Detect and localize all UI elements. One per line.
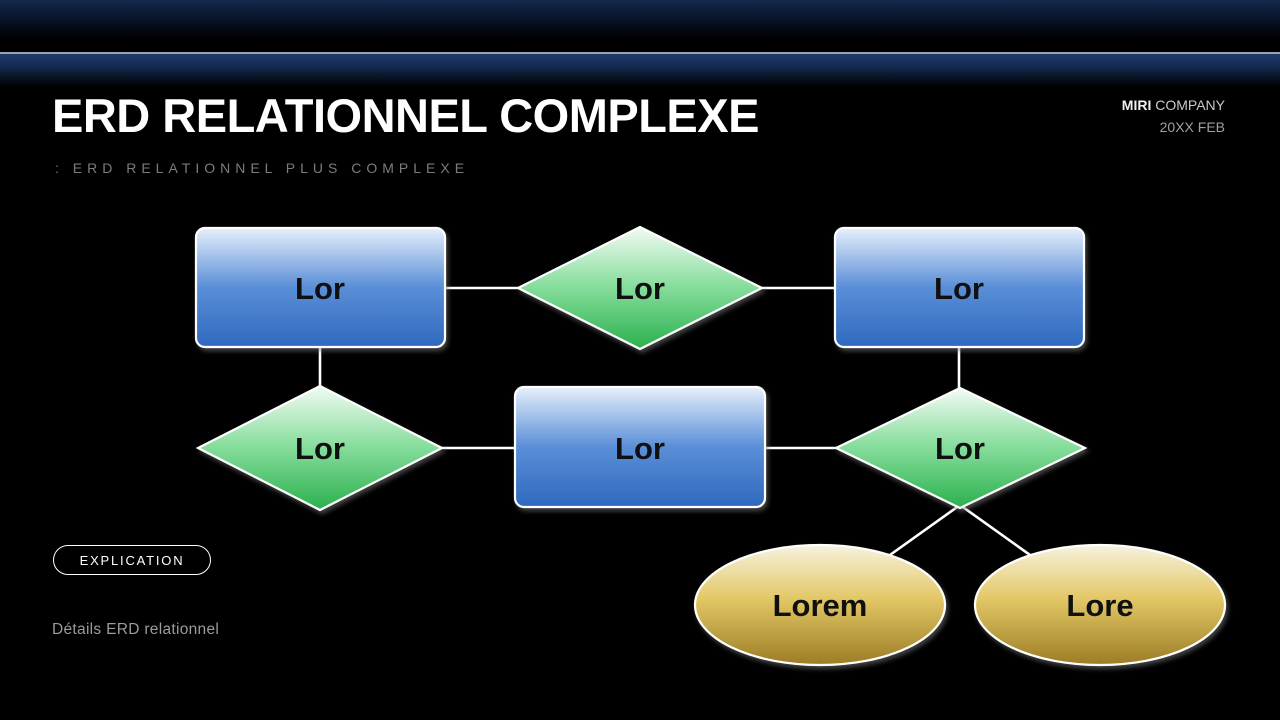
entity-node-2	[833, 226, 1086, 349]
attribute-node-1-label: Lorem	[773, 588, 868, 623]
relationship-node-1	[515, 225, 765, 351]
company-name: MIRI COMPANY	[1122, 95, 1225, 117]
entity-node-1	[194, 226, 447, 349]
date-label: 20XX FEB	[1159, 118, 1225, 135]
page-title: ERD RELATIONNEL COMPLEXE	[52, 89, 759, 142]
relationship-node-1-label: Lor	[615, 271, 665, 306]
relationship-node-3-label: Lor	[935, 431, 985, 466]
attribute-node-2-label: Lore	[1066, 588, 1133, 623]
entity-node-2-label: Lor	[934, 271, 984, 306]
relationship-node-2-label: Lor	[295, 431, 345, 466]
explication-button[interactable]: EXPLICATION	[53, 545, 211, 575]
attribute-node-1	[693, 543, 947, 667]
top-bar-divider	[0, 52, 1280, 54]
footnote-text: Détails ERD relationnel	[52, 621, 220, 638]
relationship-node-3	[833, 386, 1088, 510]
attribute-node-2	[973, 543, 1227, 667]
top-bar-secondary	[0, 54, 1280, 87]
top-bar-primary	[0, 0, 1280, 52]
diagram-nodes	[194, 225, 1227, 667]
entity-node-3-label: Lor	[615, 431, 665, 466]
entity-node-3	[513, 385, 767, 509]
company-name-bold: MIRI	[1121, 97, 1152, 113]
page-subtitle: : ERD RELATIONNEL PLUS COMPLEXE	[55, 160, 470, 176]
diagram-labels: Lor Lor Lor Lor Lor Lor Lorem Lore	[295, 271, 1134, 623]
entity-node-1-label: Lor	[295, 271, 345, 306]
relationship-node-2	[195, 384, 445, 512]
company-meta: MIRI COMPANY 20XX FEB	[1122, 95, 1225, 138]
company-name-rest: COMPANY	[1155, 97, 1225, 113]
